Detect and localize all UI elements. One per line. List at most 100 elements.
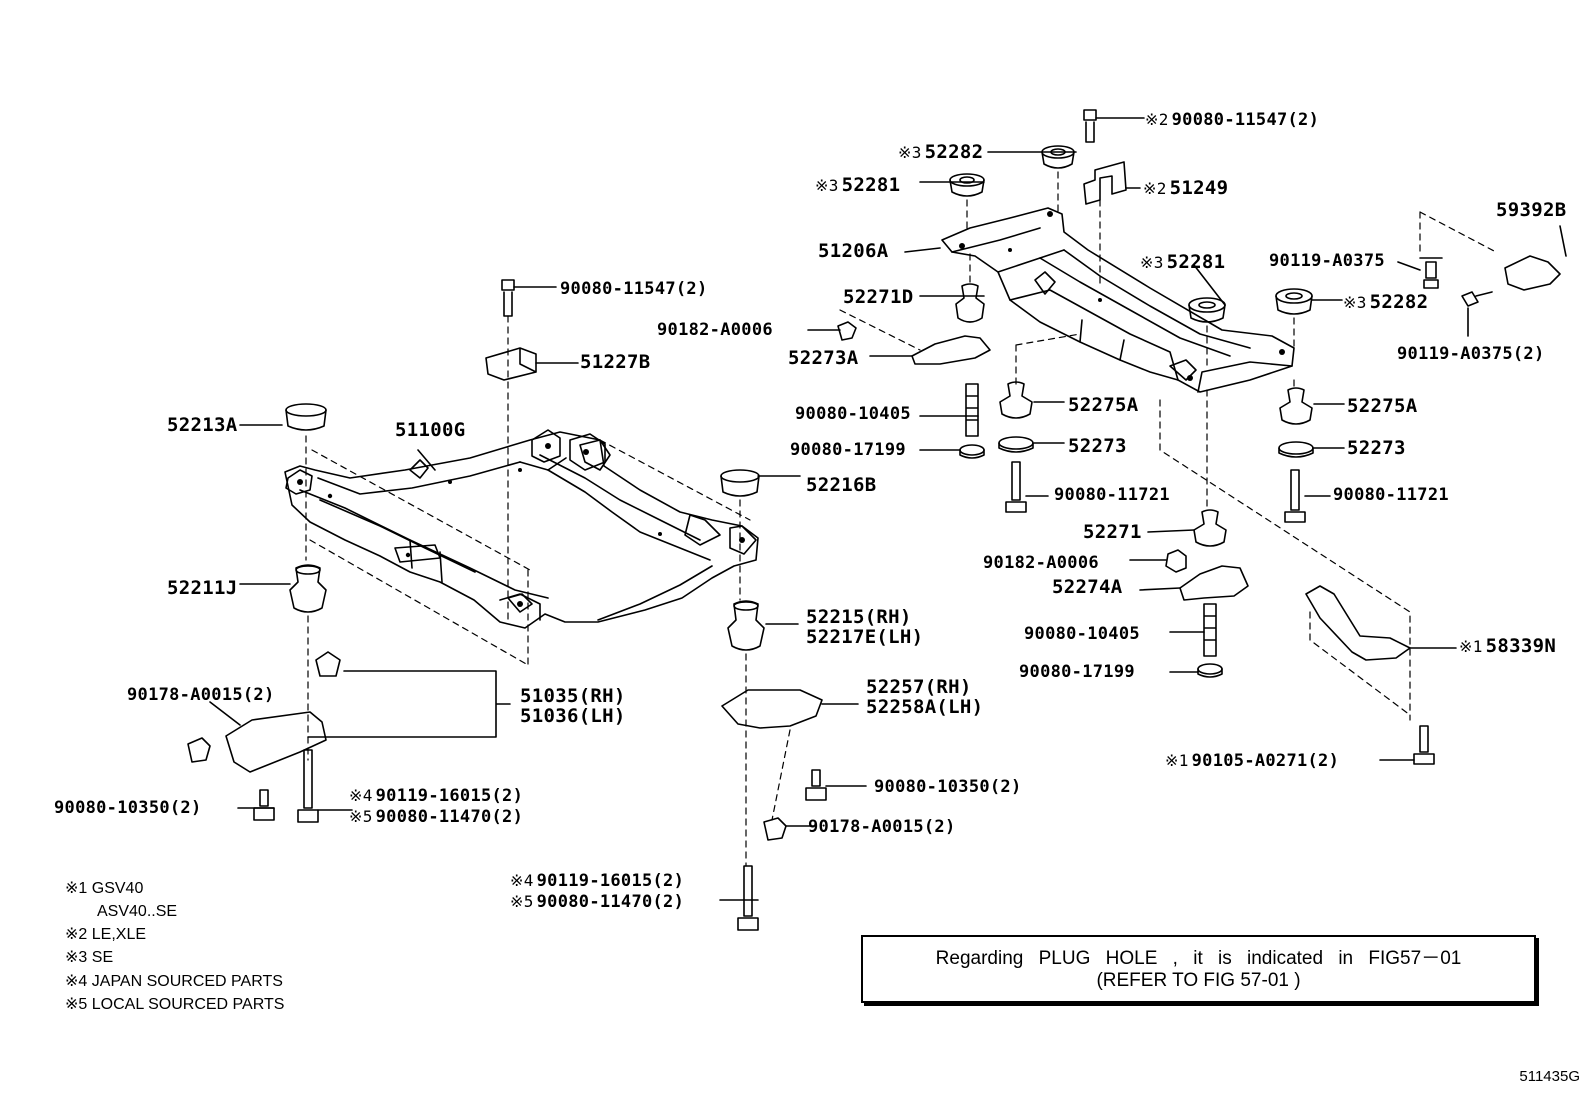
insulator-52275A-r (1279, 387, 1313, 425)
figure-code: 511435G (1519, 1068, 1580, 1085)
insulator-52211J (289, 564, 327, 613)
label-90182-A0006-top: 90182-A0006 (657, 320, 773, 340)
label-52273-right: 52273 (1347, 437, 1406, 459)
bracket-51249 (1083, 161, 1127, 205)
bolt-90119-A0375-2 (1461, 291, 1493, 307)
insulator-52271D (955, 283, 985, 323)
label-90080-17199-bottom: 90080-17199 (1019, 662, 1135, 682)
label-51036: 51036(LH) (520, 705, 626, 727)
label-90080-11721-left: 90080-11721 (1054, 485, 1170, 505)
label-51035: 51035(RH) (520, 685, 626, 707)
label-52273A: 52273A (788, 347, 859, 369)
legend-item-3: ※3 SE (65, 949, 114, 966)
insulator-52275A-l (999, 381, 1033, 419)
label-90119-A0375: 90119-A0375 (1269, 251, 1385, 271)
mark-5: ※5 (349, 807, 373, 826)
legend-item-5: ※5 LOCAL SOURCED PARTS (65, 996, 285, 1013)
reference-note-line1: Regarding PLUG HOLE , it is indicated in… (935, 948, 1462, 969)
stud-90080-10405-top (965, 383, 979, 437)
label-90178-A0015-left: 90178-A0015(2) (127, 685, 275, 705)
label-52273-left: 52273 (1068, 435, 1127, 457)
stud-90080-10405-bot (1203, 603, 1217, 657)
bolt-90080-11547-r (1083, 109, 1097, 143)
label-52271D: 52271D (843, 286, 914, 308)
label-90080-10405-bottom: 90080-10405 (1024, 624, 1140, 644)
label-52217E: 52217E(LH) (806, 626, 924, 648)
label-52211J: 52211J (167, 577, 238, 599)
bolt-90105-A0271 (1413, 725, 1435, 765)
label-90182-A0006-bottom: 90182-A0006 (983, 553, 1099, 573)
bracket-51227B (485, 347, 537, 381)
label-51206A: 51206A (818, 240, 889, 262)
label-90080-10350-left: 90080-10350(2) (54, 798, 202, 818)
insulator-52281-top (949, 173, 985, 197)
label-52258A: 52258A(LH) (866, 696, 984, 718)
label-52271: 52271 (1083, 521, 1142, 543)
insulator-52213A (285, 403, 327, 431)
label-59392B: 59392B (1496, 199, 1567, 221)
bracket-51035 (225, 711, 327, 773)
label-90080-11547-left: 90080-11547(2) (560, 279, 708, 299)
insulator-52282-right (1275, 288, 1313, 315)
label-52215: 52215(RH) (806, 606, 912, 628)
bolt-90080-11721-r (1284, 469, 1306, 523)
bolt-90080-10350-c (805, 769, 827, 801)
label-90080-10405-top: 90080-10405 (795, 404, 911, 424)
front-crossmember (284, 429, 759, 629)
label-90119-A0375-2: 90119-A0375(2) (1397, 344, 1545, 364)
label-90080-10350-center: 90080-10350(2) (874, 777, 1022, 797)
label-52275A-left: 52275A (1068, 394, 1139, 416)
label-52216B: 52216B (806, 474, 877, 496)
legend-item-2: ※2 LE,XLE (65, 926, 147, 943)
label-52257: 52257(RH) (866, 676, 972, 698)
label-90178-A0015-center: 90178-A0015(2) (808, 817, 956, 837)
label-52213A: 52213A (167, 414, 238, 436)
bracket-52257 (721, 689, 823, 729)
bolt-90080-11721-l (1005, 461, 1027, 513)
label-51100G: 51100G (395, 419, 466, 441)
reference-note-box: Regarding PLUG HOLE , it is indicated in… (861, 935, 1536, 1003)
mark-4: ※4 (349, 786, 373, 805)
legend-item-4: ※4 JAPAN SOURCED PARTS (65, 973, 283, 990)
legend-item-1b: ASV40..SE (97, 903, 178, 920)
stopper-52273A (911, 335, 991, 365)
insulator-52215 (727, 600, 765, 651)
clip-51035 (315, 651, 341, 677)
insulator-52282-top (1041, 145, 1075, 169)
label-51227B: 51227B (580, 351, 651, 373)
legend-item-1: ※1 GSV40 (65, 880, 144, 897)
nut-90178-A0015-l (187, 737, 211, 763)
bolt-90119-16015-c (737, 865, 759, 931)
bolt-90080-11547-l (501, 279, 515, 317)
label-52274A: 52274A (1052, 576, 1123, 598)
reference-note-line2: (REFER TO FIG 57-01 ) (1096, 970, 1301, 991)
stopper-52274A (1179, 565, 1249, 601)
rear-crossmember (941, 207, 1295, 393)
bracket-59392B (1504, 255, 1561, 291)
insulator-52281-mid (1188, 297, 1226, 323)
bolt-90119-A0375 (1419, 257, 1443, 289)
insulator-52271 (1193, 509, 1227, 547)
insulator-52216B (720, 469, 760, 497)
nut-90182-A0006-bot (1165, 549, 1187, 573)
nut-90182-A0006-top (837, 321, 857, 341)
label-90080-17199-top: 90080-17199 (790, 440, 906, 460)
bolt-90080-10350-l (253, 789, 275, 821)
nut-90178-A0015-c (763, 817, 787, 841)
label-90080-11721-right: 90080-11721 (1333, 485, 1449, 505)
bolt-90119-16015-l (297, 749, 319, 823)
